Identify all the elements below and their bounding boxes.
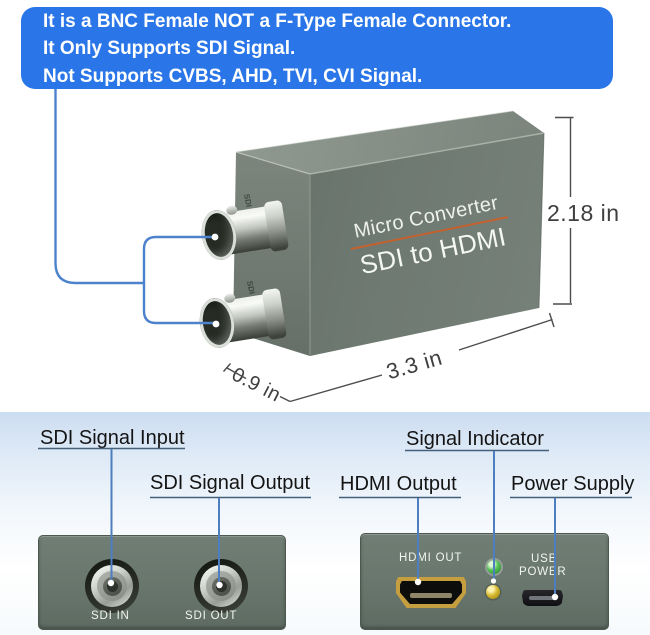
callout-underlines <box>38 447 632 499</box>
hdmi-port-opening <box>400 581 462 604</box>
label-sdi-signal-output: SDI Signal Output <box>150 472 311 494</box>
notice-line-3: Not Supports CVBS, AHD, TVI, CVI Signal. <box>43 65 423 87</box>
notice-line-1: It is a BNC Female NOT a F-Type Female C… <box>43 11 512 32</box>
hdmi-port <box>396 577 466 608</box>
label-sdi-signal-input: SDI Signal Input <box>40 427 185 449</box>
hdmi-contact-strip <box>410 593 452 598</box>
micro-usb-port <box>522 590 563 606</box>
hdmi-out-label: HDMI OUT <box>399 552 463 564</box>
label-power-supply: Power Supply <box>511 473 635 495</box>
label-hdmi-output: HDMI Output <box>340 473 457 495</box>
dimension-lines <box>222 116 574 403</box>
sdi-in-label: SDI IN <box>91 610 130 622</box>
notice-pointer-wire <box>54 87 217 325</box>
pointer-end-dots <box>107 233 559 601</box>
label-signal-indicator: Signal Indicator <box>406 428 544 450</box>
callout-pointer-lines <box>110 449 556 595</box>
power-led-yellow <box>486 585 500 599</box>
usb-port-slot <box>529 596 555 600</box>
notice-box: It is a BNC Female NOT a F-Type Female C… <box>21 7 613 89</box>
device-edge-highlights <box>235 110 545 355</box>
usb-power-label-line2: POWER <box>519 566 567 578</box>
notice-line-2: It Only Supports SDI Signal. <box>43 38 296 60</box>
dimension-height-label: 2.18 in <box>547 200 620 226</box>
usb-power-label-line1: USB <box>531 553 558 565</box>
sdi-out-label: SDI OUT <box>185 610 238 622</box>
